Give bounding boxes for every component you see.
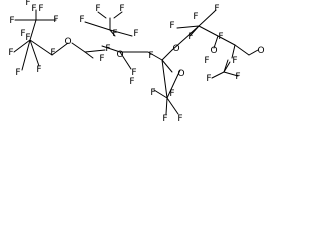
bond-line: [51, 42, 69, 56]
bond-line: [161, 59, 173, 73]
fluorine-atom-label: F: [36, 65, 41, 75]
bond-line: [211, 71, 225, 79]
fluorine-atom-label: F: [232, 56, 237, 66]
fluorine-atom-label: F: [119, 4, 124, 14]
bond-line: [97, 11, 107, 19]
fluorine-atom-label: F: [15, 68, 20, 78]
bond-line: [198, 11, 215, 27]
fluorine-atom-label: F: [169, 89, 174, 99]
fluorine-atom-label: F: [25, 33, 30, 43]
fluorine-atom-label: F: [53, 15, 58, 25]
bond-line: [101, 45, 121, 53]
bond-lines: [13, 9, 259, 115]
fluorine-atom-label: F: [129, 77, 134, 87]
bond-line: [189, 25, 200, 37]
fluorine-atom-label: F: [25, 0, 30, 8]
fluorine-atom-label: F: [193, 12, 198, 22]
oxygen-atom-label: O: [116, 50, 123, 60]
bond-line: [223, 71, 239, 77]
fluorine-atom-label: F: [8, 48, 13, 58]
fluorine-atom-label: F: [162, 114, 167, 124]
bond-line: [119, 51, 132, 70]
bond-line: [29, 39, 53, 56]
fluorine-atom-label: F: [235, 72, 240, 82]
fluorine-atom-label: F: [188, 32, 193, 42]
bond-line: [29, 19, 37, 41]
bond-line: [84, 49, 106, 53]
oxygen-atom-label: O: [64, 37, 71, 47]
bond-line: [29, 39, 40, 67]
fluorine-atom-label: F: [214, 4, 219, 14]
fluorine-atom-label: F: [148, 51, 153, 61]
bond-line: [13, 39, 31, 53]
bond-line: [84, 21, 111, 31]
bond-line: [176, 25, 200, 29]
bond-line: [109, 29, 116, 37]
fluorine-atom-label: F: [50, 48, 55, 58]
bond-line: [21, 39, 31, 71]
bond-line: [147, 51, 163, 61]
oxygen-atom-label: O: [177, 69, 184, 79]
oxygen-atom-label: O: [210, 46, 217, 56]
bond-line: [198, 25, 219, 37]
fluorine-atom-label: F: [131, 68, 136, 78]
fluorine-atom-label: F: [204, 56, 209, 66]
bond-line: [217, 35, 236, 46]
fluorine-atom-label: F: [169, 21, 174, 31]
oxygen-atom-label: O: [172, 44, 179, 54]
oxygen-atom-label: O: [257, 46, 264, 56]
fluorine-atom-label: F: [9, 16, 14, 26]
fluorine-atom-label: F: [218, 32, 223, 42]
fluorine-atom-label: F: [112, 29, 117, 39]
bond-line: [165, 97, 168, 115]
fluorine-atom-label: F: [133, 29, 138, 39]
fluorine-atom-label: F: [99, 54, 104, 64]
fluorine-atom-label: F: [31, 4, 36, 14]
bond-line: [113, 11, 123, 19]
bond-line: [84, 51, 94, 59]
fluorine-atom-label: F: [79, 15, 84, 25]
bond-line: [248, 49, 259, 56]
fluorine-atom-label: F: [177, 114, 182, 124]
bond-line: [153, 89, 168, 99]
bond-line: [234, 44, 250, 56]
bond-line: [161, 49, 173, 61]
bond-line: [71, 42, 86, 53]
bond-line: [213, 35, 219, 49]
bond-line: [109, 29, 133, 37]
fluorine-atom-label: F: [206, 74, 211, 84]
fluorine-atom-label: F: [150, 88, 155, 98]
fluorine-atom-label: F: [20, 29, 25, 39]
fluorine-atom-label: F: [38, 4, 43, 14]
bond-line: [166, 69, 181, 99]
bond-line: [166, 97, 179, 115]
bond-line: [171, 25, 200, 51]
bond-line: [161, 59, 168, 99]
fluorine-atom-label: F: [95, 4, 100, 14]
bond-line: [223, 59, 229, 73]
bond-line: [213, 9, 217, 13]
bond-line: [231, 44, 236, 59]
fluorine-atom-label: F: [105, 44, 110, 54]
